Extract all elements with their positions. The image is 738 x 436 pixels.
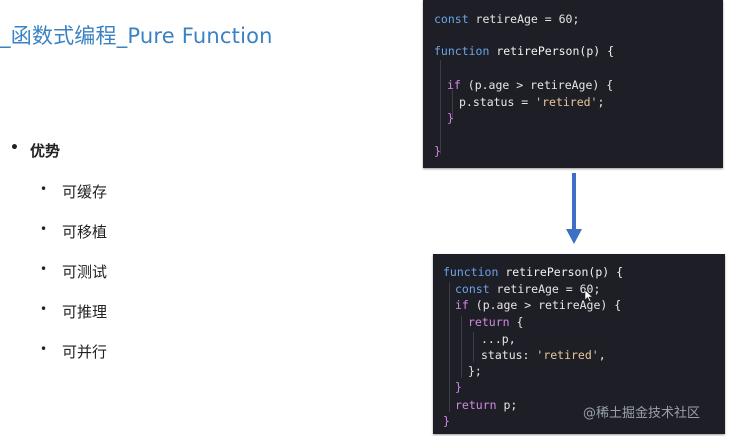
- mouse-cursor-icon: [585, 290, 593, 302]
- code-line: }: [447, 111, 454, 125]
- code-line: function retirePerson(p) {: [434, 44, 614, 58]
- code-line: const retireAge = 60;: [455, 282, 600, 296]
- code-line: if (p.age > retireAge) {: [447, 78, 613, 92]
- bullet-advantages: • 优势: [10, 140, 310, 164]
- code-keyword: if: [447, 78, 461, 92]
- code-keyword: return: [468, 315, 510, 329]
- code-text: (p.age > retireAge) {: [468, 298, 622, 312]
- code-line: if (p.age > retireAge) {: [455, 298, 621, 312]
- list-item-label: 可并行: [62, 343, 108, 361]
- bullet-dot: •: [40, 222, 48, 236]
- code-line: p.status = 'retired';: [459, 95, 604, 109]
- code-line: }: [434, 144, 441, 158]
- slide-title: _函数式编程_Pure Function: [0, 24, 273, 48]
- list-item-label: 可推理: [62, 303, 108, 321]
- indent-guide: [452, 90, 453, 120]
- bullet-dot: •: [40, 182, 48, 196]
- indent-guide: [449, 282, 450, 412]
- code-text: retirePerson(p) {: [498, 265, 624, 279]
- code-text: ;: [597, 95, 605, 109]
- code-line: }: [443, 414, 450, 428]
- code-text: retireAge = 60;: [489, 282, 601, 296]
- code-text: retireAge = 60;: [468, 12, 580, 26]
- code-text: (p.age > retireAge) {: [460, 78, 614, 92]
- code-keyword: function: [443, 265, 499, 279]
- indent-guide: [461, 316, 462, 378]
- indent-guide: [440, 60, 441, 154]
- code-text: {: [509, 315, 524, 329]
- code-line: ...p,: [481, 332, 516, 346]
- code-keyword: const: [434, 12, 469, 26]
- code-string: 'retired': [535, 95, 598, 109]
- list-item-label: 可缓存: [62, 183, 108, 201]
- bullet-dot: •: [10, 140, 19, 156]
- code-text: p;: [496, 398, 518, 412]
- list-item-label: 可测试: [62, 263, 108, 281]
- list-item-label: 可移植: [62, 223, 108, 241]
- code-text: ,: [598, 348, 606, 362]
- bullet-advantages-label: 优势: [30, 142, 61, 160]
- code-line: }: [455, 380, 462, 394]
- code-line: return {: [468, 315, 523, 329]
- code-block-impure: const retireAge = 60; function retirePer…: [423, 0, 723, 168]
- arrow-down-icon: [566, 173, 582, 244]
- code-keyword: function: [434, 44, 490, 58]
- watermark: @稀土掘金技术社区: [583, 406, 701, 421]
- code-text: status:: [481, 348, 537, 362]
- code-line: function retirePerson(p) {: [443, 265, 623, 279]
- code-line: const retireAge = 60;: [434, 12, 579, 26]
- code-text: retirePerson(p) {: [489, 44, 615, 58]
- indent-guide: [473, 332, 474, 362]
- advantages-list: • 优势 • 可缓存 • 可移植 • 可测试 • 可推理 • 可并行: [10, 140, 310, 361]
- code-keyword: const: [455, 282, 490, 296]
- code-text: p.status =: [459, 95, 536, 109]
- code-string: 'retired': [536, 348, 599, 362]
- bullet-dot: •: [40, 342, 48, 356]
- code-line: return p;: [455, 398, 517, 412]
- bullet-dot: •: [40, 302, 48, 316]
- code-keyword: return: [455, 398, 497, 412]
- bullet-dot: •: [40, 262, 48, 276]
- code-keyword: if: [455, 298, 469, 312]
- code-line: };: [468, 364, 482, 378]
- code-line: status: 'retired',: [481, 348, 606, 362]
